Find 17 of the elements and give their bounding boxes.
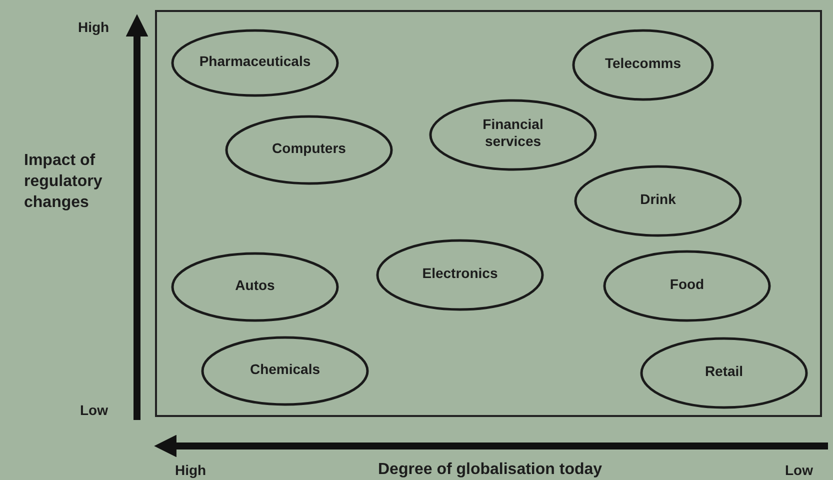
sector-label: Food [668,276,706,292]
chart-frame [155,10,822,417]
axis-end-label: Low [785,461,813,479]
sector-label: Electronics [421,264,499,282]
sector-label: Drink [639,190,677,208]
sector-label: Autos [234,276,276,294]
sector-label: Computers [271,140,347,156]
axis-end-label: Low [80,401,108,419]
sector-label: Financial services [482,116,544,150]
axis-title: Degree of globalisation today [378,461,602,479]
sector-label: Retail [704,362,744,380]
sector-label: Chemicals [248,360,322,378]
axis-end-label: High [175,461,206,479]
sector-label: Pharmaceuticals [198,52,312,70]
axis-title: Impact of regulatory changes [24,151,104,213]
sector-label: Telecomms [604,54,682,72]
axis-end-label: High [78,18,110,36]
